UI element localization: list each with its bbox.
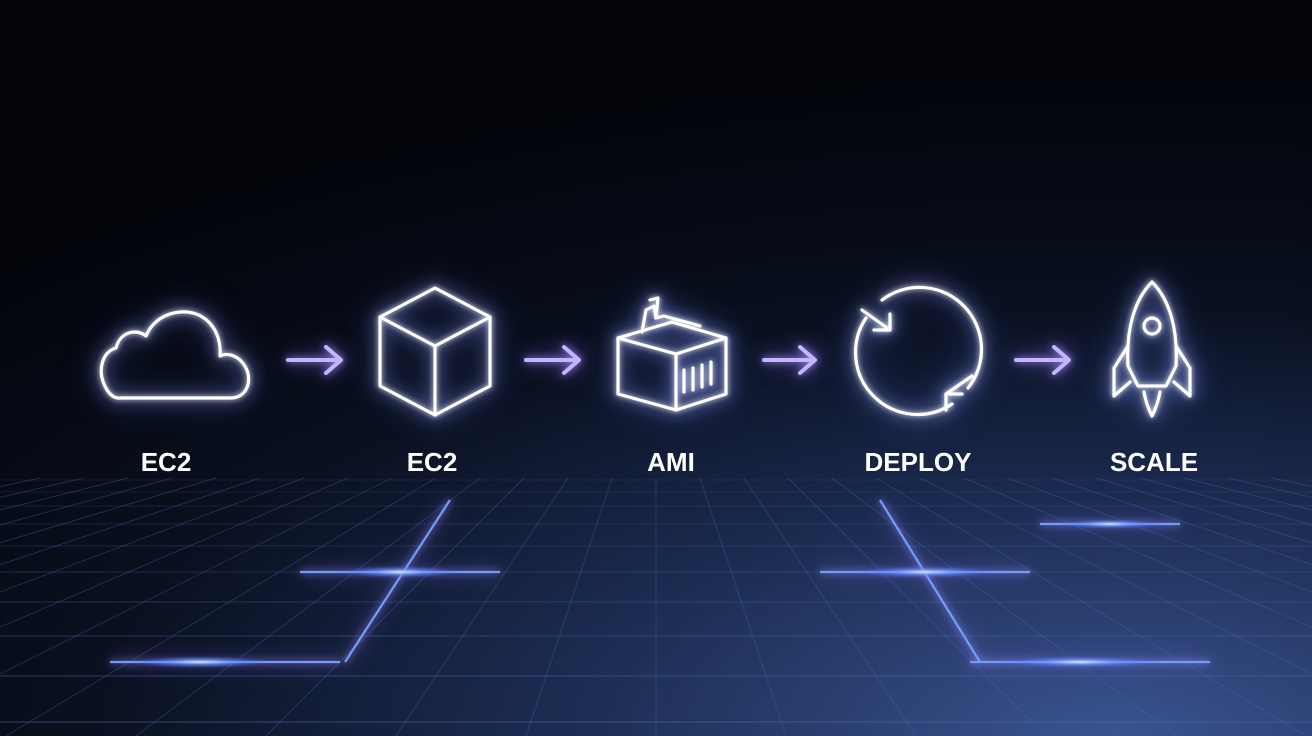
grid-spark xyxy=(340,566,460,578)
grid-spark xyxy=(1000,656,1160,668)
grid-line xyxy=(787,477,1047,736)
step-label-1: EC2 xyxy=(141,447,192,477)
grid-line xyxy=(699,477,787,736)
grid-line xyxy=(0,477,349,628)
grid-line xyxy=(0,477,41,488)
grid-line xyxy=(0,477,261,566)
grid-line xyxy=(0,477,217,544)
grid-line xyxy=(0,477,393,675)
container-icon xyxy=(616,296,728,412)
grid-line xyxy=(875,477,1307,736)
grid-highlight xyxy=(879,499,981,663)
grid-line xyxy=(919,477,1312,675)
grid-line xyxy=(963,477,1312,628)
grid-line xyxy=(5,477,437,736)
connector-arrow xyxy=(1014,345,1071,375)
grid-line xyxy=(0,477,305,593)
grid-spark xyxy=(855,566,995,578)
grid-line xyxy=(525,477,613,736)
grid-highlight xyxy=(344,499,451,663)
connector-arrow xyxy=(762,345,817,375)
grid-line xyxy=(1183,477,1312,511)
step-label-4: DEPLOY xyxy=(865,447,972,477)
step-label-3: AMI xyxy=(647,447,695,477)
step-label-5: SCALE xyxy=(1110,447,1198,477)
grid-line xyxy=(265,477,525,736)
grid-line xyxy=(135,477,481,736)
grid-line xyxy=(1095,477,1312,544)
grid-line xyxy=(743,477,917,736)
grid-line xyxy=(0,477,173,526)
grid-line xyxy=(1051,477,1312,566)
grid-sparks xyxy=(130,519,1160,668)
grid-spark xyxy=(1060,519,1160,529)
grid-line xyxy=(1139,477,1312,526)
step-label-2: EC2 xyxy=(407,447,458,477)
grid-line xyxy=(831,477,1177,736)
grid-floor xyxy=(0,477,1312,736)
grid-spark xyxy=(130,656,270,668)
grid-line xyxy=(1271,477,1312,488)
connector-arrow xyxy=(524,345,581,375)
refresh-cycle-icon xyxy=(854,285,984,416)
connector-arrow xyxy=(286,345,343,375)
grid-line xyxy=(395,477,569,736)
cube-icon xyxy=(378,286,492,417)
rocket-icon xyxy=(1112,280,1192,418)
grid-line xyxy=(0,477,129,511)
cloud-icon xyxy=(99,310,251,400)
